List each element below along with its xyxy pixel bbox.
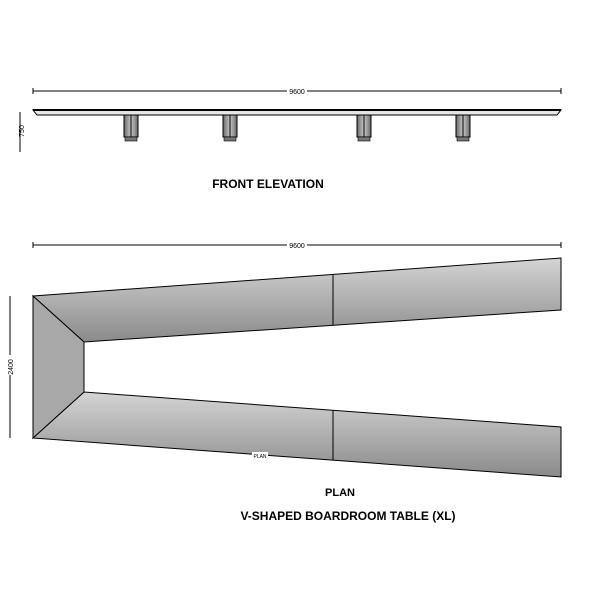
elevation-length-label: 9600 xyxy=(289,89,305,96)
plan-view: 9600 2400 PLAN xyxy=(6,241,562,478)
table-legs xyxy=(123,114,471,142)
plan-title: PLAN xyxy=(325,487,355,499)
elevation-title: FRONT ELEVATION xyxy=(212,177,324,191)
table-end-section xyxy=(32,294,85,440)
front-elevation: 9600 750 xyxy=(19,87,563,152)
plan-width-label: 2400 xyxy=(8,359,15,375)
table-leg xyxy=(356,114,372,142)
drawing-title: V-SHAPED BOARDROOM TABLE (XL) xyxy=(240,509,456,523)
plan-inner-label: PLAN xyxy=(253,454,266,460)
table-leg xyxy=(123,114,139,142)
elevation-height-label: 750 xyxy=(19,125,26,137)
plan-length-label: 9600 xyxy=(289,243,305,250)
table-top-arm xyxy=(31,257,562,343)
table-bottom-arm xyxy=(31,391,562,478)
table-leg xyxy=(222,114,238,142)
table-leg xyxy=(455,114,471,142)
